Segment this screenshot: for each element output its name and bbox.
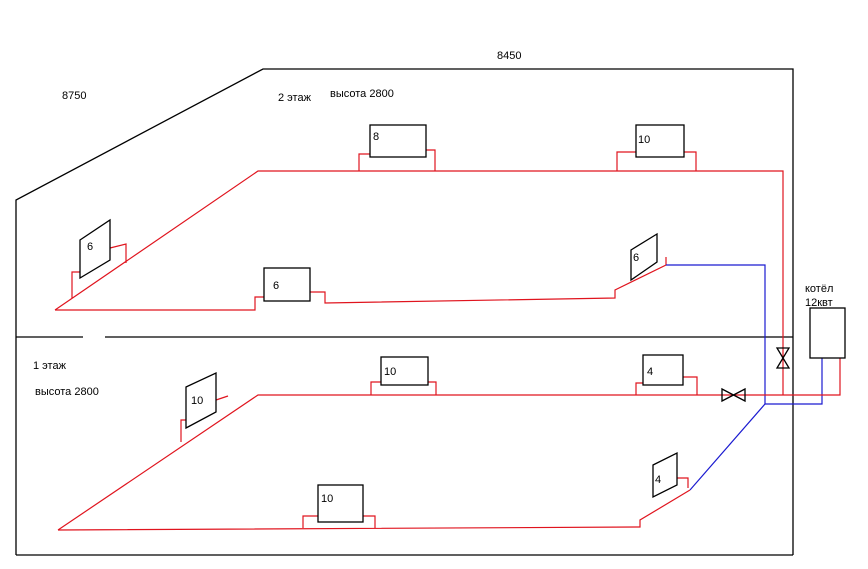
radiator-f1-right: 4 — [652, 451, 678, 499]
rad-conn — [616, 151, 636, 171]
rad-conn — [109, 243, 127, 263]
radiator-f1-4-top: 4 — [642, 354, 684, 386]
rad-conn — [683, 376, 698, 395]
rad-conn — [71, 271, 80, 298]
radiator-label: 10 — [191, 395, 203, 407]
rad-conn — [363, 515, 376, 528]
floor2-height: высота 2800 — [330, 88, 394, 100]
return-pipe — [666, 264, 823, 405]
building-outline — [15, 68, 794, 555]
floor2-right-pipe — [310, 257, 667, 304]
boiler-label: котёл — [805, 283, 833, 295]
floor1-label: 1 этаж — [33, 360, 67, 372]
floor1-supply-pipe — [57, 358, 841, 531]
floor1-height: высота 2800 — [35, 386, 99, 398]
width-dimension: 8450 — [497, 50, 521, 62]
radiator-label: 6 — [87, 241, 93, 253]
rad-conn — [428, 381, 437, 395]
radiator-f2-8: 8 — [369, 124, 427, 158]
radiator-label: 10 — [321, 493, 333, 505]
radiator-label: 6 — [273, 280, 279, 292]
rad-conn — [215, 395, 229, 401]
radiator-f1-10-top: 10 — [380, 356, 429, 386]
rad-conn — [180, 419, 186, 442]
radiator-f1-bottom: 10 — [317, 484, 364, 523]
return-pipe-floor1 — [689, 403, 766, 491]
radiator-f1-left: 10 — [185, 371, 217, 430]
rad-conn — [677, 477, 689, 488]
floor1-bottom-pipe — [57, 489, 691, 531]
radiator-label: 8 — [373, 131, 379, 143]
rad-conn — [302, 515, 318, 528]
floor2-supply-pipe — [54, 170, 784, 395]
rad-conn — [426, 149, 436, 171]
rad-conn — [635, 382, 643, 395]
radiator-f2-10: 10 — [635, 124, 685, 158]
depth-dimension: 8750 — [62, 90, 86, 102]
rad-conn — [370, 381, 381, 395]
radiator-label: 10 — [384, 366, 396, 378]
floor2-label: 2 этаж — [278, 92, 312, 104]
valve-vertical-icon — [775, 347, 791, 369]
rad-conn — [358, 153, 370, 171]
radiator-f2-middle: 6 — [263, 267, 311, 302]
radiator-f2-right: 6 — [630, 232, 658, 282]
boiler-power: 12квт — [805, 297, 833, 309]
radiator-label: 4 — [647, 366, 653, 378]
valve-horizontal-icon — [721, 387, 746, 403]
radiator-label: 10 — [638, 134, 650, 146]
rad-conn — [684, 151, 697, 171]
radiator-f2-left: 6 — [79, 218, 111, 280]
radiator-label: 6 — [633, 252, 639, 264]
floor2-bottom-pipe — [55, 296, 265, 311]
radiator-label: 4 — [655, 474, 661, 486]
boiler — [809, 307, 846, 359]
